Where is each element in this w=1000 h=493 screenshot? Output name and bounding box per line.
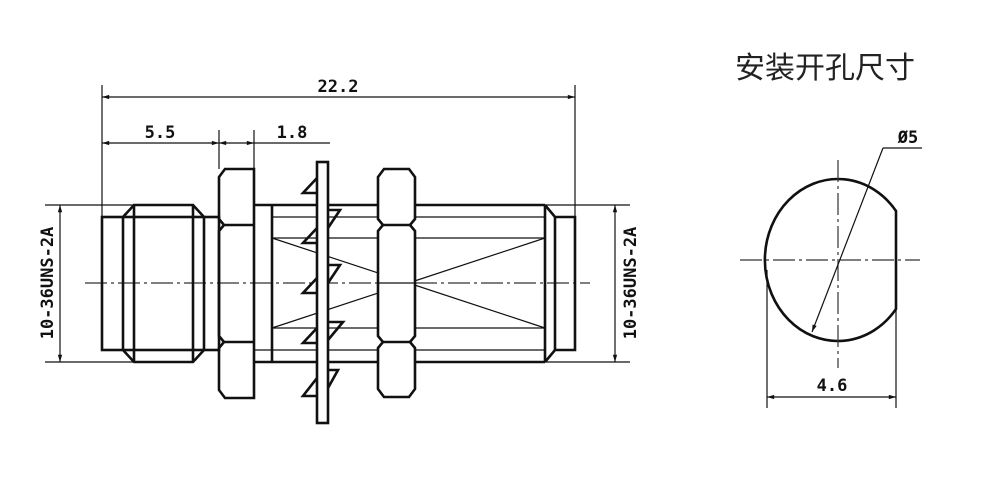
- lock-washer: [300, 160, 346, 425]
- hex-nut-right: [376, 167, 417, 399]
- mounting-hole-title: 安装开孔尺寸: [735, 51, 915, 86]
- nut-offset-label: 1.8: [277, 123, 308, 143]
- hole-width-label: 4.6: [817, 376, 848, 396]
- right-jack-end: [543, 204, 577, 363]
- d-hole-outline: [763, 177, 898, 343]
- thread-left-label: 10-36UNS-2A: [38, 227, 58, 340]
- dimension-lines: [45, 85, 630, 363]
- connector-side-view: [85, 160, 590, 425]
- hole-diameter-label: Ø5: [897, 128, 918, 148]
- left-length-label: 5.5: [145, 123, 176, 143]
- thread-right-label: 10-36UNS-2A: [621, 227, 641, 340]
- hex-nut-left: [217, 167, 256, 400]
- mounting-hole-view: [740, 147, 922, 408]
- overall-length-label: 22.2: [318, 77, 359, 97]
